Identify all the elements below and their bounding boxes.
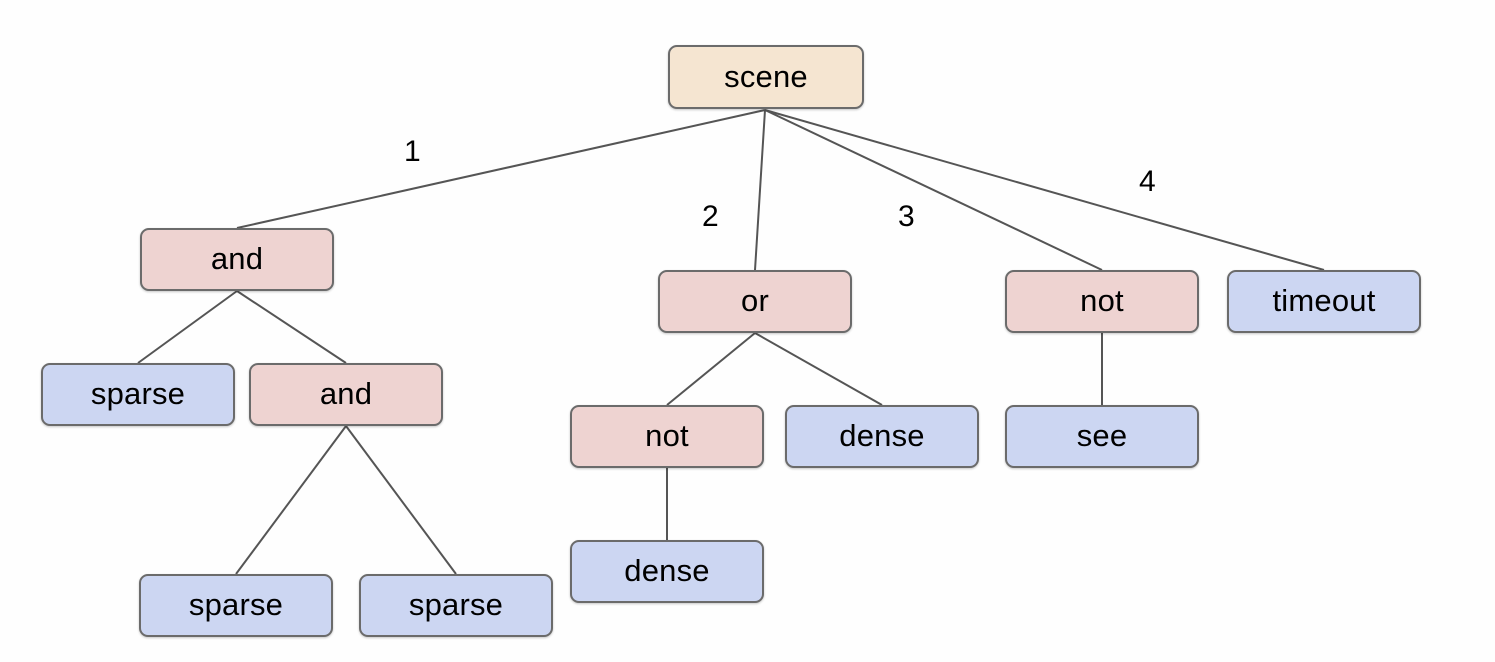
node-sparse3[interactable]: sparse — [359, 574, 553, 637]
edge-or1-to-not1 — [666, 332, 756, 406]
node-sparse2[interactable]: sparse — [139, 574, 333, 637]
edge-and1-to-sparse1 — [137, 290, 238, 364]
edge-label-2: 2 — [702, 200, 719, 233]
node-dense2[interactable]: dense — [570, 540, 764, 603]
node-not2[interactable]: not — [1005, 270, 1199, 333]
edge-or1-to-dense1 — [754, 332, 883, 406]
node-label-and1: and — [210, 241, 264, 276]
edge-scene-to-not2 — [764, 109, 1103, 271]
edge-label-3: 3 — [898, 200, 915, 233]
node-scene[interactable]: scene — [668, 45, 864, 109]
edge-scene-to-or1 — [754, 109, 766, 271]
edge-scene-to-timeout1 — [764, 109, 1325, 271]
node-label-dense1: dense — [839, 418, 925, 453]
node-and1[interactable]: and — [140, 228, 334, 291]
node-dense1[interactable]: dense — [785, 405, 979, 468]
node-label-sparse1: sparse — [90, 376, 186, 411]
node-label-or1: or — [741, 283, 769, 318]
node-and2[interactable]: and — [249, 363, 443, 426]
node-or1[interactable]: or — [658, 270, 852, 333]
edge-scene-to-and1 — [236, 109, 766, 229]
node-timeout1[interactable]: timeout — [1227, 270, 1421, 333]
edge-and1-to-and2 — [236, 290, 347, 364]
node-sparse1[interactable]: sparse — [41, 363, 235, 426]
node-label-not1: not — [645, 418, 689, 453]
node-not1[interactable]: not — [570, 405, 764, 468]
node-label-timeout1: timeout — [1272, 283, 1376, 318]
node-label-see1: see — [1076, 418, 1128, 453]
node-see1[interactable]: see — [1005, 405, 1199, 468]
node-label-scene: scene — [724, 58, 808, 94]
edge-and2-to-sparse3 — [345, 425, 457, 575]
node-label-sparse2: sparse — [188, 587, 284, 622]
edge-label-4: 4 — [1139, 165, 1156, 198]
node-label-and2: and — [319, 376, 373, 411]
node-label-dense2: dense — [624, 553, 710, 588]
node-label-sparse3: sparse — [408, 587, 504, 622]
edge-and2-to-sparse2 — [235, 425, 347, 575]
edge-label-1: 1 — [404, 135, 421, 168]
node-label-not2: not — [1080, 283, 1124, 318]
